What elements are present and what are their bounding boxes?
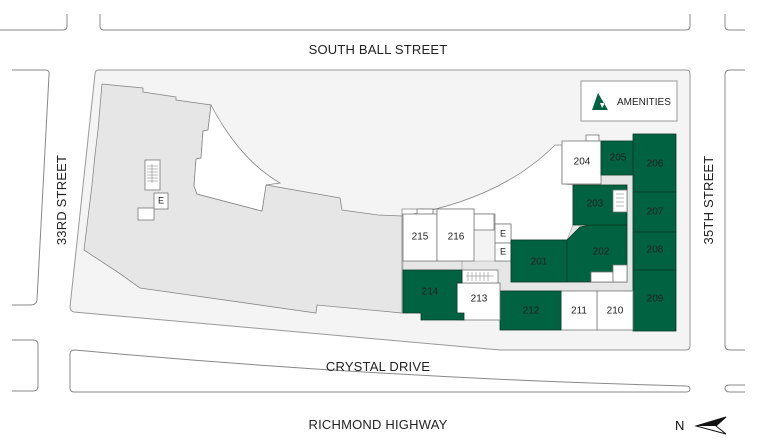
common-building-west bbox=[83, 83, 403, 314]
unit-208[interactable]: 208 bbox=[632, 231, 677, 271]
block-top-left bbox=[0, 14, 68, 31]
tab-204 bbox=[585, 134, 600, 142]
unit-207[interactable]: 207 bbox=[632, 191, 677, 233]
unit-213[interactable]: 213 bbox=[456, 269, 501, 321]
elevator-east-1 bbox=[494, 223, 512, 244]
unit-204[interactable]: 204 bbox=[561, 140, 602, 185]
unit-216[interactable]: 216 bbox=[436, 208, 475, 262]
unit-214[interactable]: 214 bbox=[402, 269, 465, 321]
block-top-main bbox=[99, 14, 691, 31]
unit-201[interactable]: 201 bbox=[510, 239, 568, 283]
north-arrow-fill bbox=[696, 417, 726, 426]
unit-211[interactable]: 211 bbox=[560, 290, 598, 331]
block-west-lower bbox=[12, 339, 39, 392]
street-label-east: 35TH STREET bbox=[701, 156, 716, 245]
compass-label: N bbox=[675, 418, 684, 433]
unit-202[interactable]: 202 bbox=[566, 224, 628, 283]
street-label-north: SOUTH BALL STREET bbox=[309, 42, 448, 57]
unit-212[interactable]: 212 bbox=[499, 290, 562, 331]
block-west bbox=[12, 69, 50, 306]
street-label-west: 33RD STREET bbox=[54, 155, 69, 245]
street-label-richmond-highway: RICHMOND HIGHWAY bbox=[309, 417, 448, 432]
core-room bbox=[137, 207, 155, 221]
block-south bbox=[69, 349, 691, 393]
unit-215[interactable]: 215 bbox=[402, 213, 438, 262]
unit-209[interactable]: 209 bbox=[632, 269, 677, 332]
unit-203[interactable]: 203 bbox=[572, 184, 628, 226]
elevator-east-2 bbox=[494, 242, 512, 262]
unit-205[interactable]: 205 bbox=[600, 140, 634, 176]
unit-210[interactable]: 210 bbox=[596, 290, 634, 331]
block-east bbox=[724, 69, 745, 351]
stair-icon bbox=[147, 164, 158, 183]
block-east-lower bbox=[724, 384, 745, 393]
elevator-west bbox=[153, 192, 169, 210]
courtyard-west bbox=[193, 103, 282, 212]
amenities-button[interactable]: AMENITIES bbox=[580, 80, 678, 122]
amenities-label: AMENITIES bbox=[617, 97, 671, 108]
triangle-logo-icon bbox=[592, 93, 608, 110]
street-label-crystal-drive: CRYSTAL DRIVE bbox=[326, 359, 430, 374]
block-top-right bbox=[724, 14, 745, 31]
unit-206[interactable]: 206 bbox=[632, 133, 677, 193]
tab-215 bbox=[416, 208, 434, 215]
service-room bbox=[473, 213, 495, 231]
